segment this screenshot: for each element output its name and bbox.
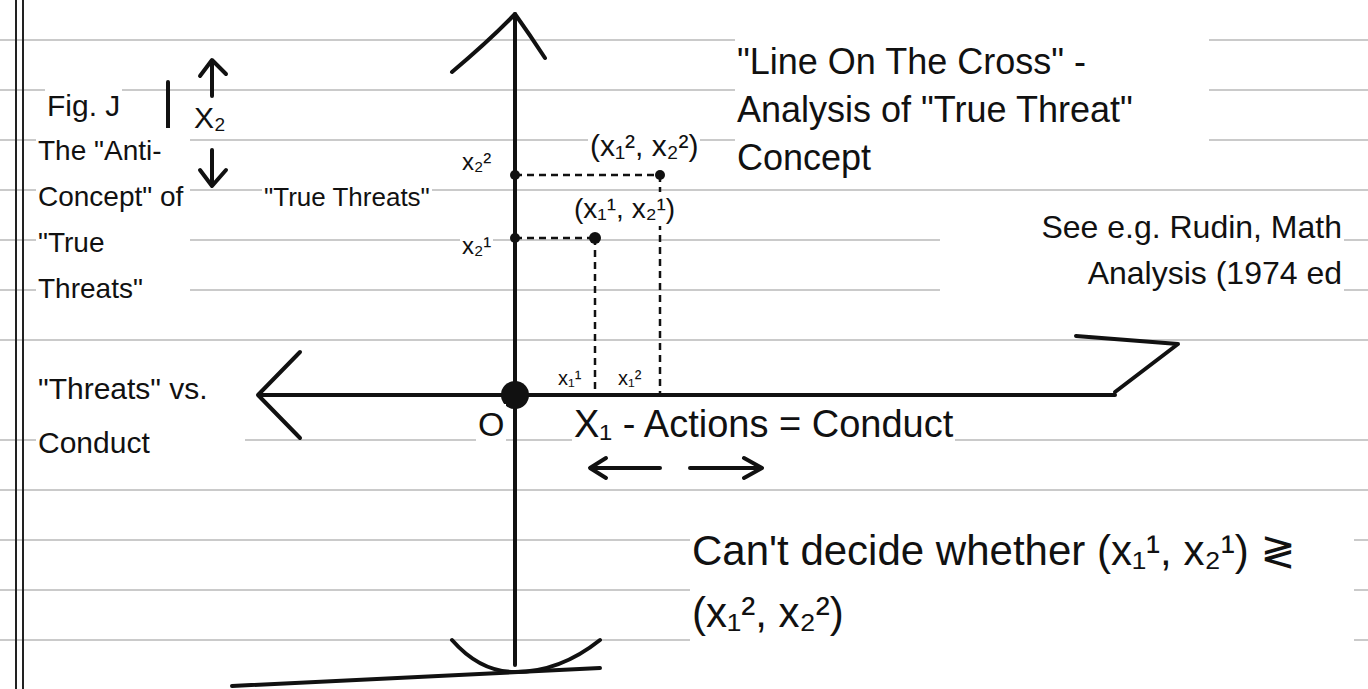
handwritten-label: x₂² xyxy=(460,148,493,177)
handwritten-label: "Threats" vs. Conduct xyxy=(36,362,245,470)
handwritten-label: (x₁², x₂²) xyxy=(588,128,700,164)
handwritten-label: "True Threats" xyxy=(262,182,432,213)
handwritten-label: x₂¹ xyxy=(460,232,493,261)
handwritten-label: O xyxy=(476,404,506,445)
handwritten-label: Fig. J xyxy=(45,88,122,124)
handwritten-label: Can't decide whether (x₁¹, x₂¹) ≷ (x₁², … xyxy=(690,520,1354,644)
handwritten-label: x₁² xyxy=(616,366,643,390)
margin-line xyxy=(16,0,23,689)
handwritten-label: x₁¹ xyxy=(556,366,583,390)
handwritten-label: X₂ xyxy=(192,100,228,136)
handwritten-label: X₁ - Actions = Conduct xyxy=(572,402,955,448)
handwritten-label: "Line On The Cross" - Analysis of "True … xyxy=(735,38,1209,182)
handwritten-label: See e.g. Rudin, Math Analysis (1974 ed xyxy=(940,204,1344,296)
handwritten-label: (x₁¹, x₂¹) xyxy=(572,192,677,226)
handwritten-label: The "Anti-Concept" of "True Threats" xyxy=(36,128,190,312)
